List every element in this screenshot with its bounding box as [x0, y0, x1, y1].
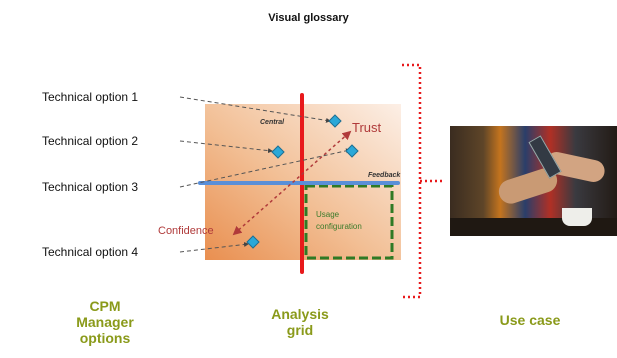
technical-option-4: Technical option 4 [42, 245, 139, 259]
payment-photo [450, 126, 617, 236]
connector-option-1 [179, 96, 331, 123]
option-2-marker [271, 145, 285, 159]
technical-option-1: Technical option 1 [42, 90, 139, 104]
use-case-heading: Use case [499, 312, 561, 328]
confidence-label: Confidence [158, 225, 214, 237]
diagram-title: Visual glossary [268, 12, 349, 24]
connector-option-2 [179, 140, 273, 154]
feedback-label: Feedback [368, 172, 401, 179]
option-3-marker [345, 144, 359, 158]
connector-option-4 [179, 241, 249, 253]
usage-label-line1: Usage [316, 210, 340, 219]
cpm-manager-options-heading: CPM Manager options [76, 298, 134, 346]
usage-label-line2: configuration [316, 222, 362, 231]
option-1-marker [328, 114, 342, 128]
option-4-marker [246, 235, 260, 249]
trust-confidence-arrow [232, 130, 352, 236]
trust-label: Trust [352, 120, 382, 135]
central-label: Central [260, 119, 285, 126]
connector-option-3 [179, 148, 351, 188]
technical-option-3: Technical option 3 [42, 180, 139, 194]
analysis-grid-heading: Analysis grid [271, 306, 329, 338]
technical-option-2: Technical option 2 [42, 134, 139, 148]
use-case-bracket [402, 63, 422, 299]
